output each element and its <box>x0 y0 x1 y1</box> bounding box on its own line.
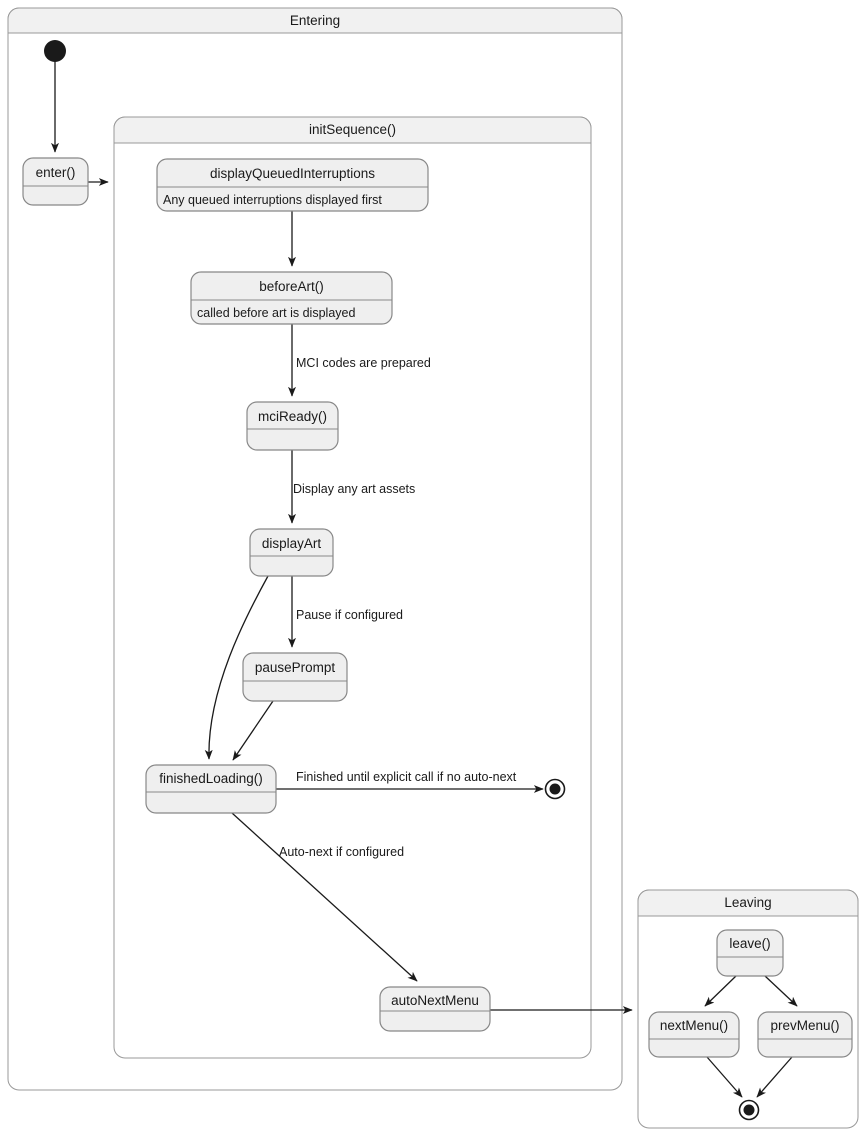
state-title-enter: enter() <box>35 165 76 180</box>
state-title-leave: leave() <box>729 936 771 951</box>
package-title-leaving: Leaving <box>724 895 772 910</box>
transition-t8 <box>232 700 274 761</box>
state-desc-displayqueued: Any queued interruptions displayed first <box>163 193 382 207</box>
state-title-mciready: mciReady() <box>257 409 327 424</box>
transition-label-t10: Auto-next if configured <box>279 845 405 859</box>
state-nextmenu[interactable] <box>648 1011 740 1058</box>
state-title-finishedloading: finishedLoading() <box>159 771 263 786</box>
state-leave[interactable] <box>716 929 784 977</box>
state-title-beforeart: beforeArt() <box>259 279 324 294</box>
state-title-displayqueued: displayQueuedInterruptions <box>209 166 376 181</box>
state-displayart[interactable] <box>249 528 334 577</box>
state-title-pauseprompt: pausePrompt <box>254 660 336 675</box>
package-title-initsequence: initSequence() <box>308 122 397 137</box>
package-leaving <box>637 889 859 1129</box>
transition-label-t9: Finished until explicit call if no auto-… <box>296 770 517 784</box>
pseudostate-end-leaving <box>738 1099 760 1121</box>
transitions <box>51 61 798 1098</box>
state-beforeart[interactable] <box>190 271 393 325</box>
state-displayqueued[interactable] <box>156 158 429 212</box>
pseudostate-end-entering <box>544 778 566 800</box>
state-enter[interactable] <box>22 157 89 206</box>
transition-label-t6: Pause if configured <box>296 608 404 622</box>
transition-label-t5: Display any art assets <box>293 482 416 496</box>
state-title-nextmenu: nextMenu() <box>659 1018 729 1033</box>
package-initsequence <box>113 116 592 1059</box>
state-desc-beforeart: called before art is displayed <box>197 306 356 320</box>
state-autonextmenu[interactable] <box>379 986 491 1032</box>
transition-t7 <box>204 575 269 760</box>
state-title-prevmenu: prevMenu() <box>770 1018 840 1033</box>
state-pauseprompt[interactable] <box>242 652 348 702</box>
pseudostate-start-entering <box>44 40 66 62</box>
state-title-autonextmenu: autoNextMenu <box>391 993 479 1008</box>
package-title-entering: Entering <box>289 13 341 28</box>
state-finishedloading[interactable] <box>145 764 277 814</box>
state-prevmenu[interactable] <box>757 1011 853 1058</box>
transition-t13 <box>764 975 798 1007</box>
transition-t12 <box>704 975 737 1007</box>
state-mciready[interactable] <box>246 401 339 451</box>
transition-label-t4: MCI codes are prepared <box>296 356 431 370</box>
transition-t10 <box>231 812 418 982</box>
transition-t15 <box>756 1056 793 1098</box>
transition-t14 <box>706 1056 743 1098</box>
state-title-displayart: displayArt <box>261 536 322 551</box>
